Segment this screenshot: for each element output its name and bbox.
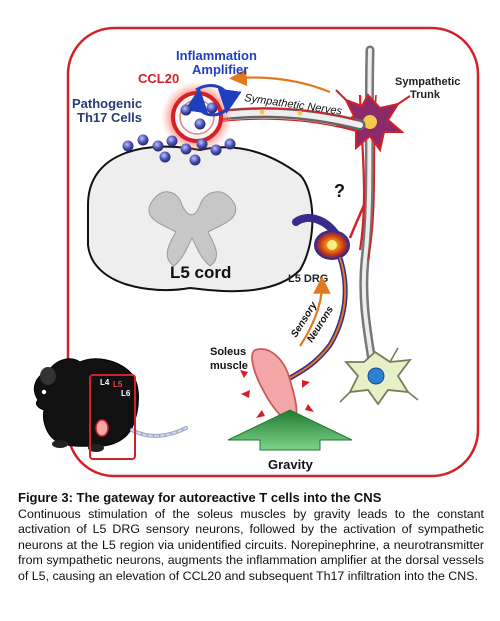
soleus-label-1: Soleus bbox=[210, 346, 246, 358]
mouse-l6-label: L6 bbox=[121, 389, 131, 398]
caption-body: Continuous stimulation of the soleus mus… bbox=[18, 507, 484, 583]
th17-cell bbox=[152, 140, 164, 152]
gravity-arrow bbox=[227, 409, 353, 451]
th17-cell bbox=[196, 138, 208, 150]
drg-trunk-connector bbox=[348, 204, 366, 239]
amplifier-loop-icon bbox=[184, 84, 242, 117]
gravity-label: Gravity bbox=[268, 457, 314, 472]
sympathetic-ganglion bbox=[335, 89, 411, 153]
l5-cord-label: L5 cord bbox=[170, 263, 231, 282]
th17-cell bbox=[166, 135, 178, 147]
l5-drg bbox=[292, 214, 350, 260]
th17-cell bbox=[180, 143, 192, 155]
l5-drg-label: L5 DRG bbox=[288, 273, 328, 285]
th17-cell bbox=[194, 118, 206, 130]
th17-cell bbox=[137, 134, 149, 146]
pathogenic-label-1: Pathogenic bbox=[72, 96, 142, 111]
pathogenic-label-2: Th17 Cells bbox=[77, 110, 142, 125]
mouse-lumbar-highlight-box bbox=[89, 374, 136, 460]
th17-cell bbox=[206, 102, 218, 114]
mouse-illustration bbox=[33, 358, 188, 452]
th17-cell bbox=[159, 151, 171, 163]
sympathetic-neuron-body bbox=[339, 347, 419, 406]
sympathetic-nerves-arrow bbox=[229, 68, 331, 94]
mouse-soleus-marker bbox=[95, 419, 109, 437]
sensory-signal-arrow bbox=[299, 276, 331, 347]
th17-cell bbox=[224, 138, 236, 150]
th17-cell bbox=[189, 154, 201, 166]
soleus-label-2: muscle bbox=[210, 360, 248, 372]
th17-cells bbox=[122, 102, 236, 166]
th17-cell bbox=[180, 104, 192, 116]
inflammation-amplifier-label-1: Inflammation bbox=[176, 48, 257, 63]
ccl20-label: CCL20 bbox=[138, 71, 179, 86]
inflammation-amplifier-label-2: Amplifier bbox=[192, 62, 248, 77]
gateway-diagram: L5 cord Sympathetic Trunk Sympathetic Ne… bbox=[33, 26, 480, 478]
sympathetic-trunk-label-1: Sympathetic bbox=[395, 76, 460, 88]
th17-cell bbox=[122, 140, 134, 152]
th17-cell bbox=[210, 144, 222, 156]
mouse-l5-label: L5 bbox=[113, 380, 123, 389]
caption-title: Figure 3: The gateway for autoreactive T… bbox=[18, 490, 382, 505]
mouse-l4-label: L4 bbox=[100, 378, 110, 387]
unknown-circuit-question-mark: ? bbox=[334, 181, 345, 201]
figure-caption: Figure 3: The gateway for autoreactive T… bbox=[18, 490, 484, 584]
spinal-cord: L5 cord bbox=[87, 145, 314, 293]
sensory-neuron bbox=[287, 255, 348, 381]
sympathetic-trunk-label-2: Trunk bbox=[410, 89, 441, 101]
